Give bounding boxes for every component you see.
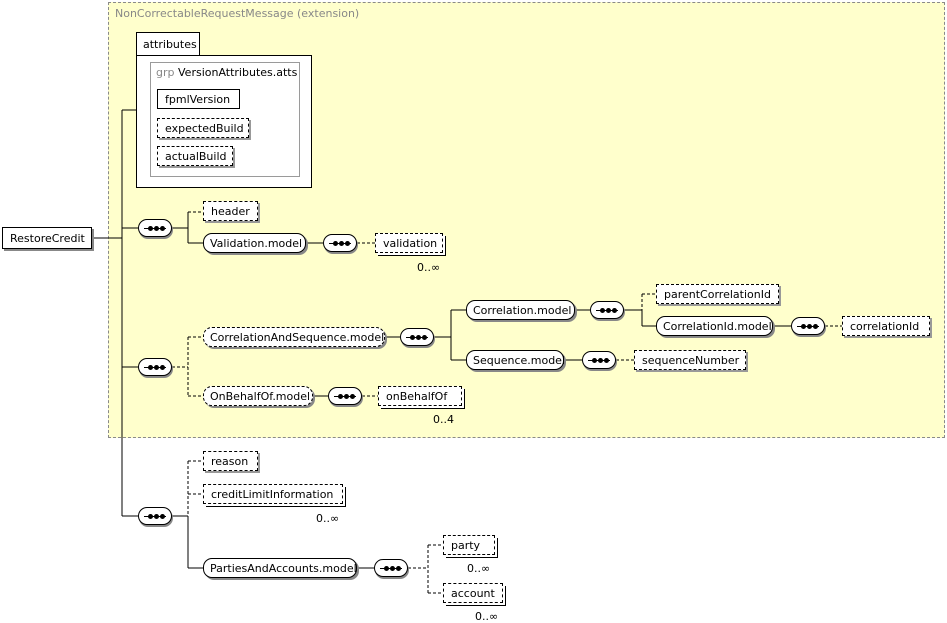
element-party[interactable]: party [443, 535, 495, 555]
group-correlation-model[interactable]: Correlation.model [466, 300, 575, 320]
validation-occurrence: 0..∞ [417, 261, 441, 274]
credit-limit-information-occurrence: 0..∞ [316, 512, 340, 525]
attributes-tab: attributes [136, 32, 200, 56]
element-credit-limit-information-label: creditLimitInformation [211, 487, 334, 501]
element-parent-correlation-id[interactable]: parentCorrelationId [656, 284, 779, 304]
group-name: VersionAttributes.atts [178, 66, 298, 79]
element-correlation-id-label: correlationId [850, 319, 920, 333]
choice-compositor-2 [138, 358, 172, 376]
party-occurrence: 0..∞ [467, 562, 491, 575]
element-account-label: account [451, 586, 495, 600]
element-reason-label: reason [211, 454, 249, 468]
sequence-compositor-1 [138, 219, 172, 237]
group-on-behalf-of-model-label: OnBehalfOf.model [210, 389, 311, 403]
sequence-compositor-validation [323, 234, 357, 252]
group-correlation-model-label: Correlation.model [473, 303, 572, 317]
on-behalf-of-occurrence: 0..4 [433, 413, 454, 426]
element-reason[interactable]: reason [203, 451, 258, 471]
attr-expected-build[interactable]: expectedBuild [157, 118, 249, 138]
group-parties-and-accounts-model[interactable]: PartiesAndAccounts.model [203, 558, 357, 578]
group-keyword: grp [156, 66, 175, 79]
sequence-compositor-corr-seq [400, 328, 434, 346]
extension-label: NonCorrectableRequestMessage (extension) [115, 7, 360, 20]
element-credit-limit-information[interactable]: creditLimitInformation [203, 484, 343, 504]
group-parties-and-accounts-model-label: PartiesAndAccounts.model [210, 561, 357, 575]
attr-fpml-version-label: fpmlVersion [165, 92, 231, 106]
element-on-behalf-of[interactable]: onBehalfOf [378, 386, 462, 406]
group-validation-model-label: Validation.model [210, 236, 303, 250]
element-header[interactable]: header [203, 201, 258, 221]
element-sequence-number-label: sequenceNumber [642, 353, 740, 367]
sequence-compositor-3 [138, 507, 172, 525]
attr-expected-build-label: expectedBuild [165, 121, 244, 135]
sequence-compositor-sequence [582, 351, 616, 369]
sequence-compositor-parties [374, 559, 408, 577]
attribute-group-label: grp VersionAttributes.atts [156, 66, 297, 79]
element-account[interactable]: account [443, 583, 503, 603]
group-correlation-and-sequence-model[interactable]: CorrelationAndSequence.model [203, 327, 385, 347]
element-on-behalf-of-label: onBehalfOf [386, 389, 448, 403]
attr-fpml-version[interactable]: fpmlVersion [157, 89, 240, 109]
group-on-behalf-of-model[interactable]: OnBehalfOf.model [203, 386, 313, 406]
element-parent-correlation-id-label: parentCorrelationId [664, 287, 771, 301]
element-validation-label: validation [383, 236, 438, 250]
root-label: RestoreCredit [10, 231, 85, 245]
group-correlation-id-model[interactable]: CorrelationId.model [656, 316, 773, 336]
account-occurrence: 0..∞ [475, 610, 499, 623]
element-party-label: party [451, 538, 481, 552]
attr-actual-build-label: actualBuild [165, 149, 227, 163]
attr-actual-build[interactable]: actualBuild [157, 146, 233, 166]
sequence-compositor-on-behalf-of [328, 387, 362, 405]
element-sequence-number[interactable]: sequenceNumber [634, 350, 746, 370]
group-sequence-model[interactable]: Sequence.model [466, 350, 566, 370]
root-element-restore-credit[interactable]: RestoreCredit [2, 227, 92, 249]
group-correlation-id-model-label: CorrelationId.model [663, 319, 772, 333]
sequence-compositor-correlation-id [791, 317, 825, 335]
element-validation[interactable]: validation [375, 233, 443, 253]
element-header-label: header [211, 204, 250, 218]
group-sequence-model-label: Sequence.model [473, 353, 566, 367]
group-validation-model[interactable]: Validation.model [203, 233, 306, 253]
group-correlation-and-sequence-model-label: CorrelationAndSequence.model [210, 330, 385, 344]
element-correlation-id[interactable]: correlationId [842, 316, 930, 336]
sequence-compositor-correlation [590, 301, 624, 319]
